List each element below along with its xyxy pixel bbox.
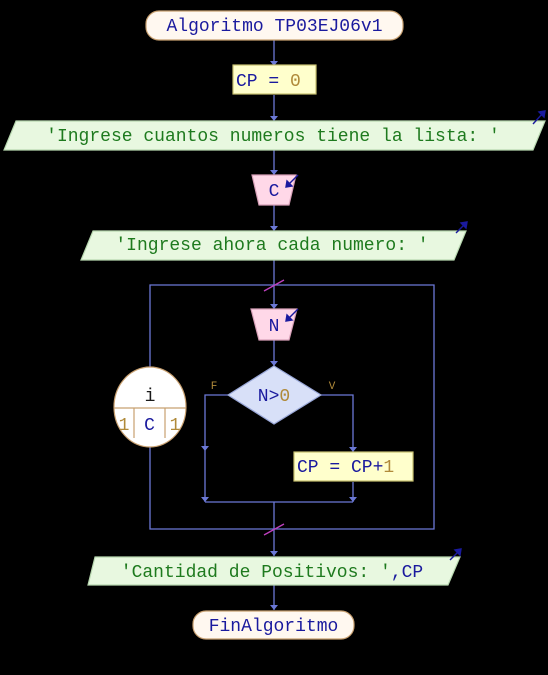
input-arrow-icon	[285, 308, 299, 322]
start-label: Algoritmo TP03EJ06v1	[166, 17, 382, 37]
end-terminal: FinAlgoritmo	[192, 610, 355, 640]
write3-sep: ,	[391, 563, 402, 583]
input-arrow-icon	[285, 174, 299, 188]
read-c: C	[251, 174, 299, 206]
svg-text:N>0: N>0	[258, 387, 290, 407]
assign-cp-zero: CP = 0	[232, 64, 317, 95]
write2-text: 'Ingrese ahora cada numero: '	[115, 236, 428, 256]
loop-from: 1	[119, 416, 130, 436]
output-arrow-icon	[532, 110, 546, 125]
assign-cp-increment: CP = CP+1	[293, 451, 414, 482]
write-prompt-count: 'Ingrese cuantos numeros tiene la lista:…	[3, 110, 546, 151]
write3-text: 'Cantidad de Positivos: '	[121, 563, 391, 583]
read-n: N	[250, 308, 299, 341]
svg-text:CP = CP+1: CP = CP+1	[297, 458, 394, 478]
connectors	[149, 40, 435, 610]
assign1-value: 0	[290, 72, 301, 92]
output-arrow-icon	[449, 548, 462, 561]
write1-text: 'Ingrese cuantos numeros tiene la lista:…	[46, 127, 500, 147]
read2-var: N	[269, 317, 280, 337]
decision-left: N>	[258, 387, 280, 407]
loop-to: C	[144, 416, 155, 436]
loop-var: i	[145, 387, 156, 407]
output-arrow-icon	[455, 221, 468, 234]
loop-step: 1	[170, 416, 181, 436]
write-prompt-each: 'Ingrese ahora cada numero: '	[80, 221, 468, 261]
write3-var: CP	[402, 563, 424, 583]
true-branch-label: V	[329, 381, 336, 393]
assign2-lhs: CP = CP+	[297, 458, 383, 478]
svg-text:'Cantidad de Positivos: ',CP: 'Cantidad de Positivos: ',CP	[121, 563, 423, 583]
loop-markers	[263, 279, 285, 536]
svg-text:CP = 0: CP = 0	[236, 72, 301, 92]
for-loop-node: i 1 C 1	[113, 366, 187, 448]
arrowheads	[201, 61, 357, 610]
false-branch-label: F	[211, 381, 218, 393]
start-terminal: Algoritmo TP03EJ06v1	[145, 10, 404, 41]
read1-var: C	[269, 182, 280, 202]
end-label: FinAlgoritmo	[209, 617, 339, 637]
assign1-var: CP	[236, 72, 258, 92]
decision-right: 0	[279, 387, 290, 407]
write-result: 'Cantidad de Positivos: ',CP	[87, 548, 462, 586]
decision-n-positive: N>0 F V	[211, 365, 336, 425]
assign1-op: =	[258, 72, 290, 92]
assign2-value: 1	[383, 458, 394, 478]
